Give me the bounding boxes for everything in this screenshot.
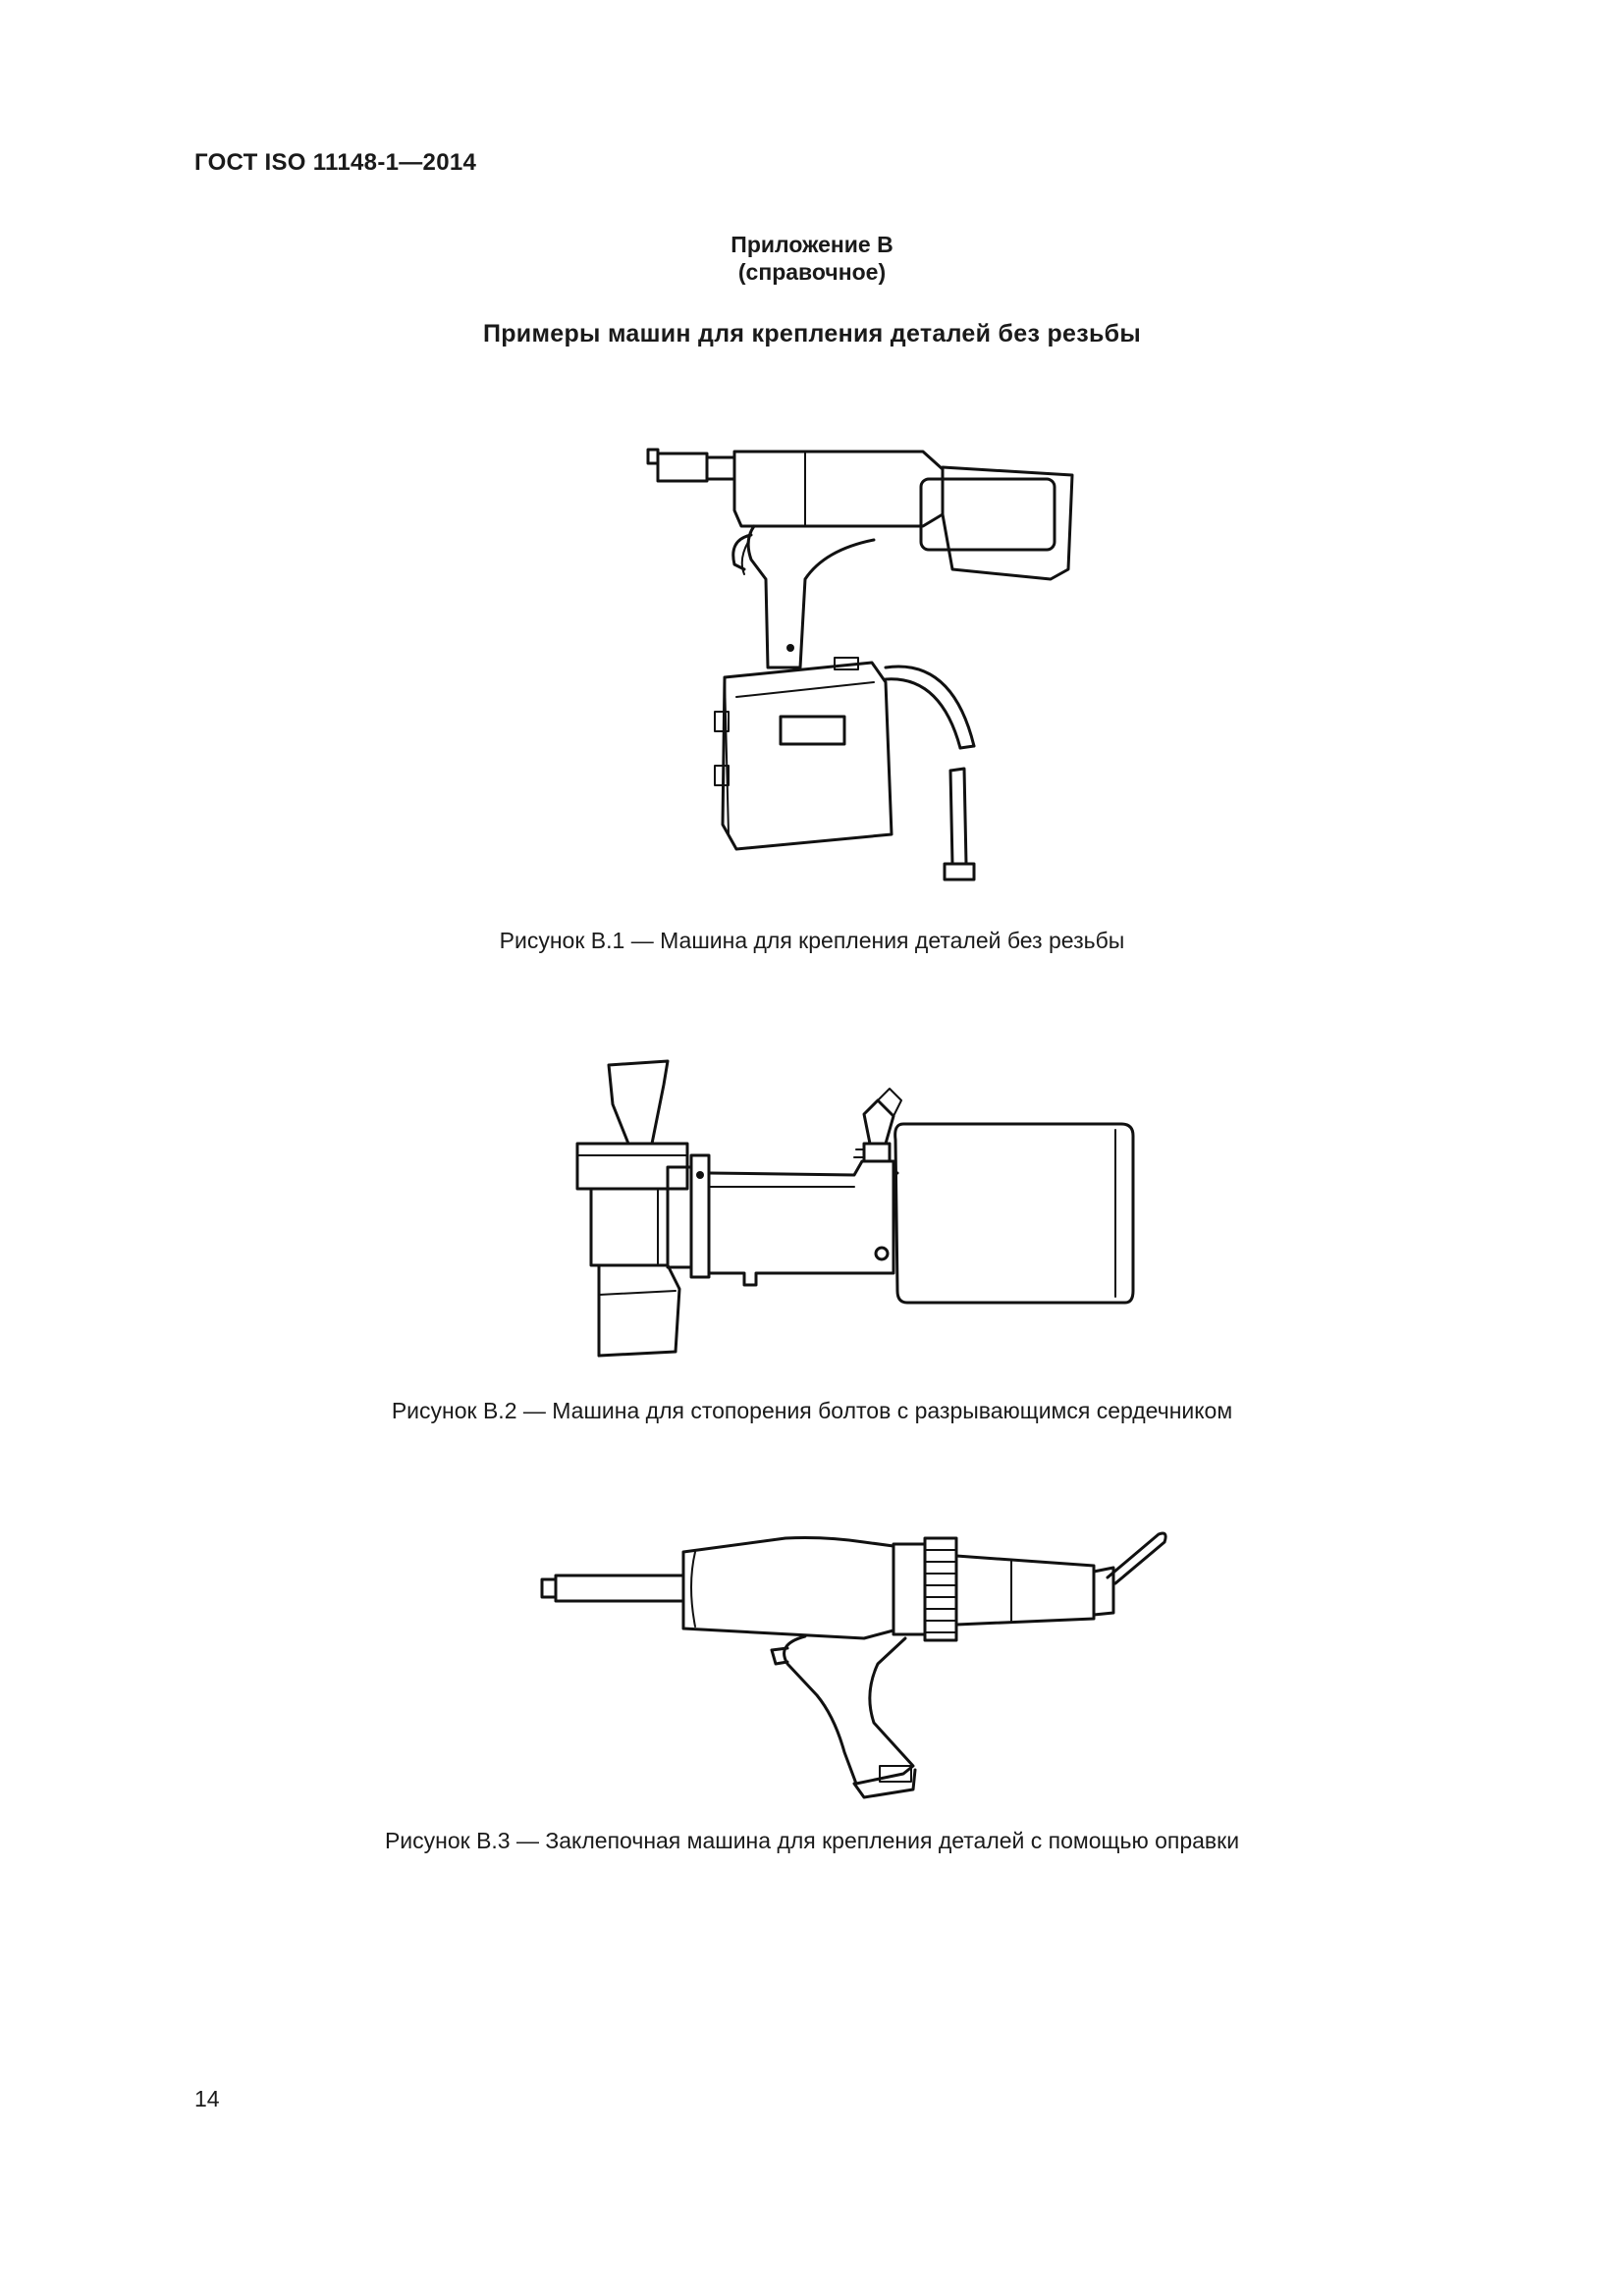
fig1-nozzle (656, 452, 709, 483)
fig1-hose-end (948, 767, 968, 866)
fig2-main-body (707, 1159, 895, 1287)
fig3-nozzle (554, 1574, 685, 1603)
fig2-lower-anvil (597, 1263, 681, 1358)
fig2-top-nose (607, 1059, 670, 1146)
section-title: Примеры машин для крепления деталей без … (482, 320, 1142, 347)
annex-title: Приложение В (731, 232, 893, 257)
fig1-grip (746, 524, 876, 669)
figure-b2-caption: Рисунок В.2 — Машина для стопорения болт… (391, 1398, 1233, 1423)
fig3-grip-base (852, 1768, 917, 1799)
fig2-reservoir (893, 1122, 1135, 1305)
annex-status: (справочное) (737, 259, 887, 285)
fig1-barrel (732, 450, 945, 528)
fig3-front-body (681, 1536, 895, 1640)
fig3-trigger (770, 1646, 789, 1666)
fig3-grip (783, 1634, 915, 1786)
figure-b1-caption: Рисунок В.1 — Машина для крепления детал… (499, 928, 1125, 953)
fig3-mandrel-deflector (1106, 1531, 1167, 1585)
fig1-battery-pack (721, 661, 893, 851)
fig2-air-fitting (862, 1098, 895, 1146)
fig2-air-fitting-base (862, 1142, 892, 1163)
figure-b3-drawing (540, 1531, 1167, 1799)
fig1-trigger (731, 533, 753, 571)
fig3-mid-section (892, 1542, 927, 1636)
fig3-rear-fitting (1092, 1566, 1115, 1617)
figure-b1-drawing (646, 448, 1074, 881)
fig3-rear-tube (954, 1554, 1096, 1627)
figure-b2-drawing (575, 1059, 1135, 1358)
page-number: 14 (194, 2086, 220, 2111)
document-code: ГОСТ ISO 11148-1—2014 (194, 149, 477, 176)
fig1-hose (884, 665, 976, 748)
figure-b3-caption: Рисунок В.3 — Заклепочная машина для кре… (384, 1828, 1240, 1853)
fig1-nozzle-collar (705, 455, 736, 481)
fig1-rear-housing (941, 465, 1074, 581)
fig1-rear-window (919, 477, 1056, 552)
fig1-hose-fitting (943, 862, 976, 881)
fig2-front-body (589, 1187, 670, 1267)
fig3-knurled-ring (923, 1536, 958, 1642)
fig3-nose-tip (540, 1577, 558, 1599)
fig1-battery-label (779, 715, 846, 746)
fig2-flange-ring (689, 1153, 711, 1279)
